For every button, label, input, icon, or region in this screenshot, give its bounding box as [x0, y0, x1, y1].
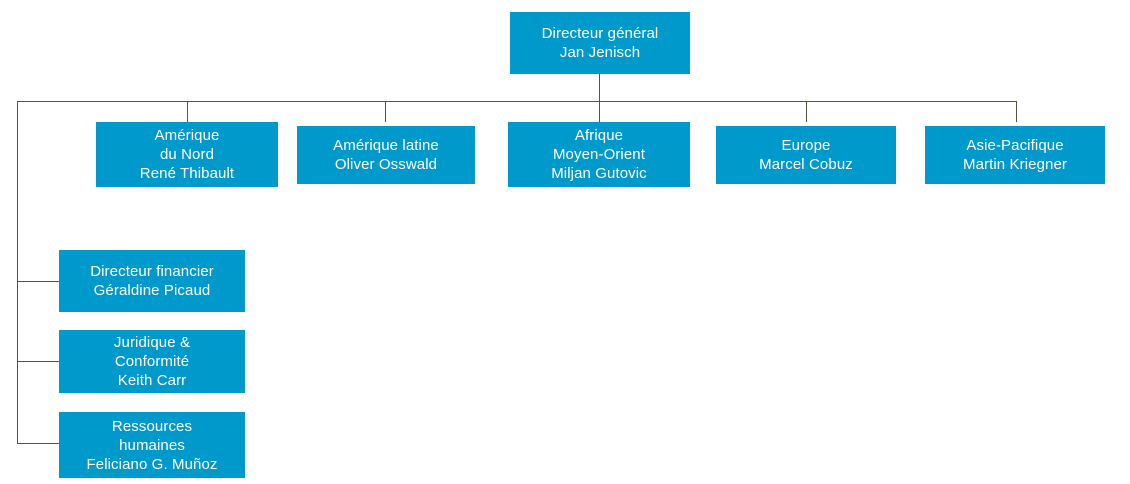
- node-function-cfo[interactable]: Directeur financier Géraldine Picaud: [59, 250, 245, 312]
- node-function-legal-compliance-name: Keith Carr: [117, 372, 187, 389]
- node-function-cfo-name: Géraldine Picaud: [93, 282, 211, 299]
- connector-root-stem: [599, 74, 600, 102]
- connector-stub-function-1: [17, 281, 60, 282]
- connector-region-bus: [17, 101, 1017, 102]
- node-ceo-name: Jan Jenisch: [559, 44, 641, 61]
- connector-drop-region-3: [599, 101, 600, 122]
- node-region-latin-america-role-1: Amérique latine: [333, 137, 439, 154]
- node-region-europe-role-1: Europe: [781, 137, 831, 154]
- connector-stub-function-2: [17, 361, 60, 362]
- node-region-africa-middle-east-name: Miljan Gutovic: [551, 165, 647, 182]
- node-function-legal-compliance-role-2: Conformité: [114, 353, 190, 370]
- connector-drop-region-1: [187, 101, 188, 122]
- node-function-human-resources-role-2: humaines: [119, 436, 185, 454]
- node-function-human-resources-name: Feliciano G. Muñoz: [86, 455, 218, 473]
- node-region-north-america-role-2: du Nord: [159, 146, 215, 163]
- node-region-north-america-role-1: Amérique: [154, 127, 220, 144]
- connector-drop-region-5: [1016, 101, 1017, 122]
- node-function-legal-compliance-role-1: Juridique &: [113, 334, 191, 351]
- node-region-asia-pacific-name: Martin Kriegner: [962, 156, 1068, 173]
- node-region-asia-pacific[interactable]: Asie-Pacifique Martin Kriegner: [925, 126, 1105, 184]
- node-function-legal-compliance[interactable]: Juridique & Conformité Keith Carr: [59, 330, 245, 393]
- connector-drop-region-2: [385, 101, 386, 122]
- node-function-human-resources-role-1: Ressources: [111, 417, 193, 435]
- connector-left-trunk: [17, 101, 18, 444]
- node-region-europe-name: Marcel Cobuz: [759, 156, 853, 173]
- node-ceo-role: Directeur général: [541, 25, 659, 42]
- connector-drop-region-4: [806, 101, 807, 122]
- node-region-europe[interactable]: Europe Marcel Cobuz: [716, 126, 896, 184]
- node-function-human-resources[interactable]: Ressources humaines Feliciano G. Muñoz: [59, 412, 245, 478]
- node-region-asia-pacific-role-1: Asie-Pacifique: [966, 137, 1064, 154]
- node-region-africa-middle-east-role-1: Afrique: [574, 127, 624, 144]
- node-function-cfo-role-1: Directeur financier: [90, 263, 214, 280]
- node-region-north-america-name: René Thibault: [139, 165, 235, 182]
- node-ceo[interactable]: Directeur général Jan Jenisch: [510, 12, 690, 74]
- node-region-latin-america[interactable]: Amérique latine Oliver Osswald: [297, 126, 475, 184]
- node-region-north-america[interactable]: Amérique du Nord René Thibault: [96, 122, 278, 187]
- connector-stub-function-3: [17, 443, 60, 444]
- node-region-latin-america-name: Oliver Osswald: [334, 156, 438, 173]
- node-region-africa-middle-east-role-2: Moyen-Orient: [552, 146, 646, 163]
- node-region-africa-middle-east[interactable]: Afrique Moyen-Orient Miljan Gutovic: [508, 122, 690, 187]
